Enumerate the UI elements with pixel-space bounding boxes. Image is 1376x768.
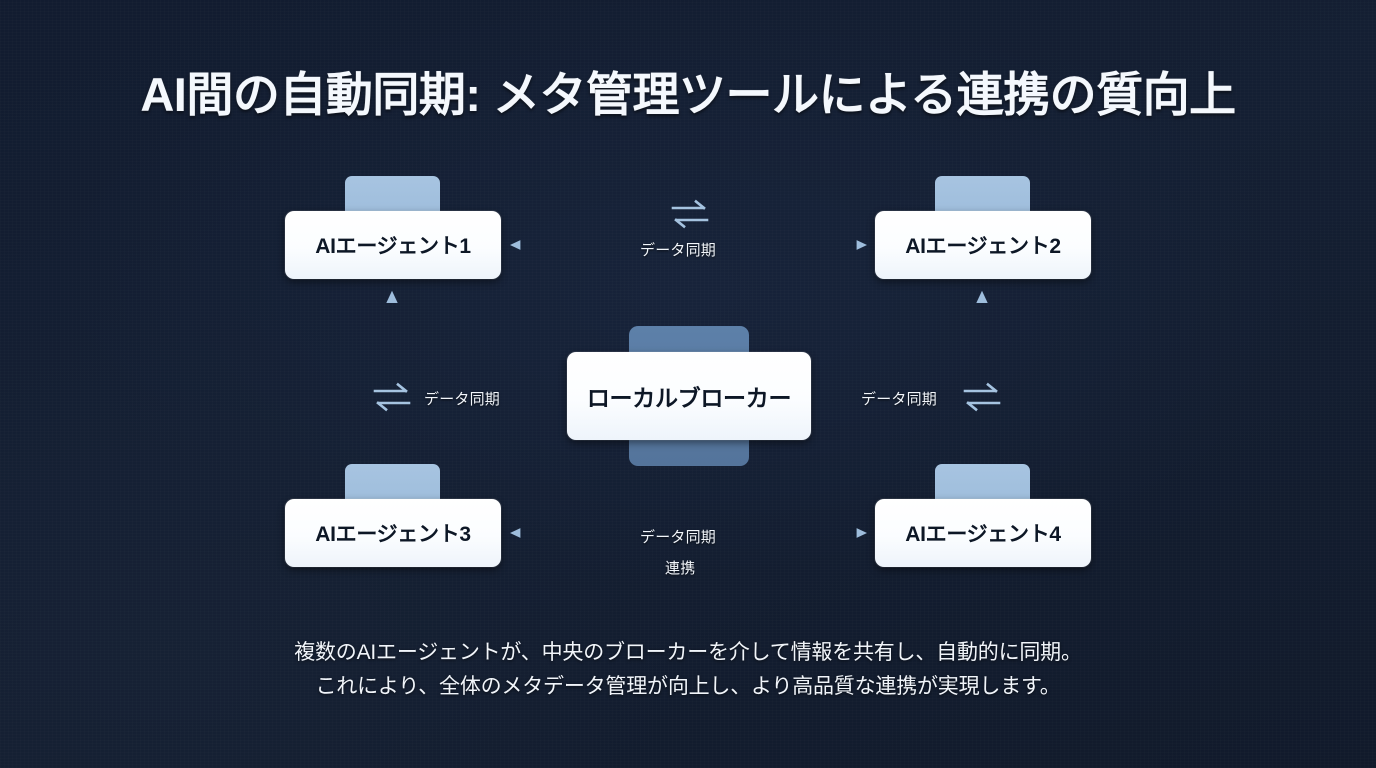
node-agent2[interactable]: AIエージェント2 (875, 211, 1091, 279)
node-agent3-label: AIエージェント3 (315, 523, 471, 546)
edge-label-left: データ同期 (424, 391, 501, 408)
edge-label-top: データ同期 (640, 242, 717, 259)
node-agent4[interactable]: AIエージェント4 (875, 499, 1091, 567)
edge-label-bottom-secondary: 連携 (665, 560, 696, 577)
node-broker-label: ローカルブローカー (586, 385, 792, 411)
sync-arrows-icon (671, 199, 709, 229)
page-title: AI間の自動同期: メタ管理ツールによる連携の質向上 (140, 68, 1236, 121)
slide-caption: 複数のAIエージェントが、中央のブローカーを介して情報を共有し、自動的に同期。 … (0, 636, 1376, 704)
node-broker[interactable]: ローカルブローカー (567, 352, 811, 440)
edge-label-right: データ同期 (861, 391, 938, 408)
node-agent1-label: AIエージェント1 (315, 235, 471, 258)
sync-arrows-icon (373, 382, 411, 412)
sync-arrows-icon (963, 382, 1001, 412)
node-agent2-label: AIエージェント2 (905, 235, 1061, 258)
node-agent1[interactable]: AIエージェント1 (285, 211, 501, 279)
caption-line-1: 複数のAIエージェントが、中央のブローカーを介して情報を共有し、自動的に同期。 (294, 641, 1082, 664)
caption-line-2: これにより、全体のメタデータ管理が向上し、より高品質な連携が実現します。 (315, 675, 1061, 698)
node-agent4-label: AIエージェント4 (905, 523, 1061, 546)
edge-label-bottom: データ同期 (640, 529, 717, 546)
node-agent3[interactable]: AIエージェント3 (285, 499, 501, 567)
